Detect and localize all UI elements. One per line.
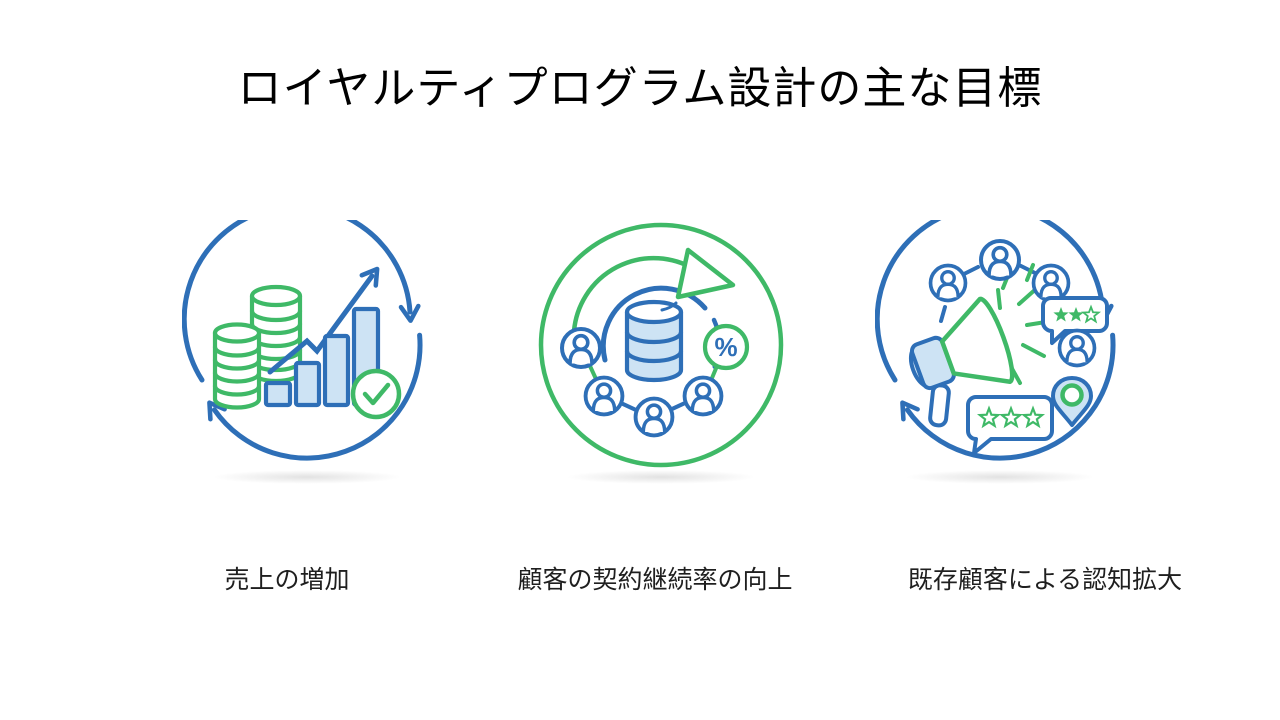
customer-retention-icon: % (538, 222, 784, 468)
check-circle-icon (350, 368, 402, 420)
database-icon (624, 299, 684, 383)
refresh-arrowhead (675, 247, 736, 300)
growth-trend-arrow (267, 266, 380, 375)
bar-chart (263, 306, 381, 408)
user-icon (1031, 263, 1071, 303)
user-icon (560, 327, 602, 369)
goal-label-awareness: 既存顧客による認知拡大 (907, 566, 1183, 594)
connector-dash (710, 364, 719, 380)
user-icon (583, 375, 625, 417)
refresh-arrow-arc (571, 255, 697, 334)
cycle-arrow-top (182, 220, 421, 383)
cycle-arrow-top (875, 220, 1114, 383)
user-icon (633, 396, 675, 438)
connector-dash (939, 305, 947, 323)
megaphone-icon (908, 296, 1015, 428)
user-icon (682, 375, 724, 417)
user-icon (928, 263, 968, 303)
cycle-arrow-bottom (207, 332, 423, 461)
slide-title: ロイヤルティプログラム設計の主な目標 (237, 64, 1043, 113)
goal-label-retention: 顧客の契約継続率の向上 (517, 566, 793, 594)
connector-dash (621, 402, 638, 412)
connector-dash (670, 401, 687, 411)
connector-dash (588, 364, 598, 381)
sales-growth-icon (182, 220, 423, 461)
review-bubble-top (1041, 296, 1109, 345)
outer-ring (538, 222, 784, 468)
goal-label-sales: 売上の増加 (224, 566, 350, 594)
connector-dash (1019, 264, 1037, 275)
review-bubble-bottom (966, 395, 1054, 455)
icon-shadow (212, 470, 402, 484)
icon-shadow (905, 470, 1095, 484)
advocacy-megaphone-icon (875, 220, 1116, 461)
user-icon (1057, 328, 1097, 368)
percent-badge: % (702, 323, 750, 371)
user-icon (979, 239, 1021, 281)
location-pin-icon (1051, 376, 1093, 427)
icon-shadow (566, 470, 756, 484)
coin-stack-short (212, 322, 262, 410)
percent-symbol: % (714, 332, 737, 362)
cycle-arrow-bottom (900, 332, 1116, 461)
connector-dash (962, 265, 980, 276)
